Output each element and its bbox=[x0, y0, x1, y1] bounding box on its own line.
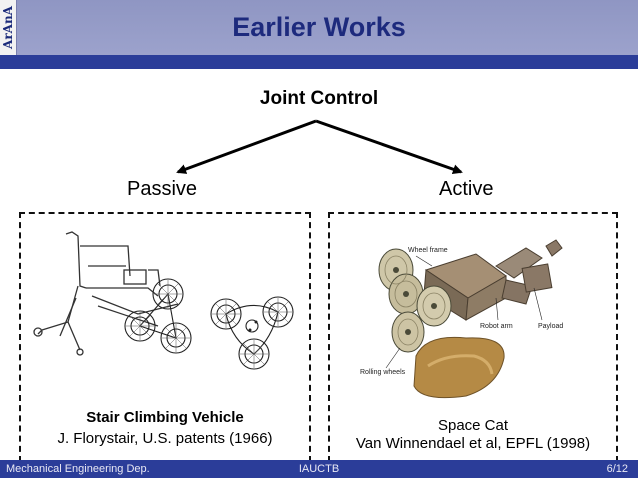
footer-department: Mechanical Engineering Dep. bbox=[6, 463, 150, 475]
header-stripe bbox=[0, 55, 638, 69]
arrow-to-active bbox=[315, 119, 463, 175]
robot-arm-label: Robot arm bbox=[480, 323, 513, 330]
passive-label: Passive bbox=[127, 178, 198, 200]
page-number: 6/12 bbox=[606, 463, 628, 475]
active-caption: Van Winnendael et al, EPFL (1998) bbox=[355, 435, 591, 452]
arrow-to-passive bbox=[176, 119, 317, 174]
active-label: Active bbox=[439, 178, 494, 200]
active-caption-title: Space Cat bbox=[437, 417, 509, 434]
slide-title: Earlier Works bbox=[232, 12, 406, 42]
footer-bar: Mechanical Engineering Dep. IAUCTB 6/12 bbox=[0, 460, 638, 478]
passive-caption: J. Florystair, U.S. patents (1966) bbox=[57, 430, 273, 447]
rolling-wheels-label: Rolling wheels bbox=[360, 369, 406, 376]
stair-climbing-vehicle-image bbox=[33, 231, 294, 370]
diagram-root-label: Joint Control bbox=[259, 88, 379, 109]
footer-institution: IAUCTB bbox=[298, 463, 340, 475]
payload-label: Payload bbox=[538, 323, 563, 330]
header-bar bbox=[0, 0, 638, 55]
space-cat-image: Wheel frame Robot arm Payload Rolling wh… bbox=[360, 239, 563, 399]
wheel-frame-label: Wheel frame bbox=[408, 247, 448, 254]
logo: ArAnA bbox=[0, 0, 17, 55]
passive-caption-title: Stair Climbing Vehicle bbox=[86, 409, 244, 426]
